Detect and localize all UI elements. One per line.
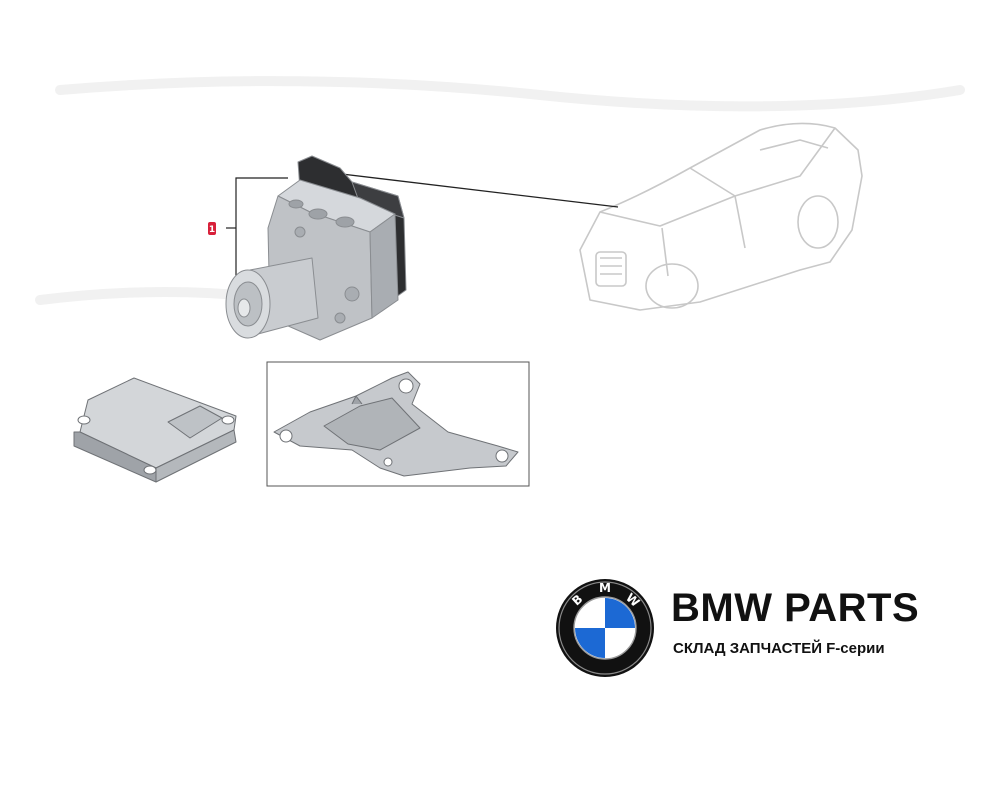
brand-title: BMW PARTS [671,586,920,630]
background-watermark [35,76,965,315]
abs-hydraulic-unit-illustration [225,155,407,341]
leader-line [324,171,619,208]
brand-subtitle: СКЛАД ЗАПЧАСТЕЙ F-серии [673,640,885,657]
control-unit-illustration [73,377,237,483]
part-ref-marker-shape [208,222,216,235]
mounting-bracket-illustration [273,371,519,477]
part-ref-marker-label: 1 [209,225,215,235]
vehicle-outline-illustration [579,122,863,311]
logo-letter-m: M [599,581,611,595]
bmw-logo-icon: B M W [556,579,654,677]
brand-block: B M W BMW PARTS СКЛАД ЗАПЧАСТЕЙ F-серии [555,578,975,678]
